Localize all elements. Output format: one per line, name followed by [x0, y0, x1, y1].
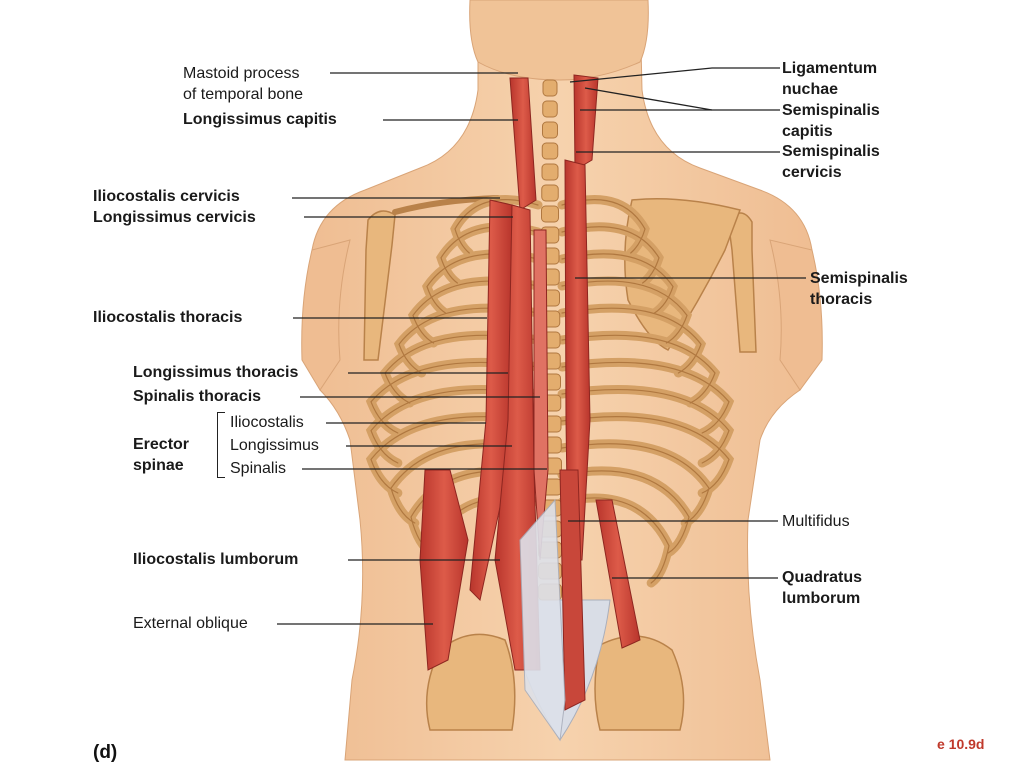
label-sst-line-2: thoracis	[810, 291, 873, 308]
label-semispinalis-thoracis: Semispinalis thoracis	[810, 268, 908, 310]
label-iliocostalis-thoracis: Iliocostalis thoracis	[93, 309, 243, 326]
label-longissimus-thoracis: Longissimus thoracis	[133, 364, 299, 381]
label-semispinalis-capitis: Semispinalis capitis	[782, 100, 880, 142]
erector-spinae-bracket	[217, 412, 225, 478]
thoracolumbar-fascia	[519, 498, 566, 742]
vertebra	[541, 142, 559, 160]
multifidus-muscle	[559, 469, 586, 711]
label-erector-spinae: Erector spinae	[133, 434, 189, 476]
rib-edge	[561, 497, 670, 584]
label-semispinalis-cervicis: Semispinalis cervicis	[782, 141, 880, 183]
left-arm	[301, 239, 351, 391]
rib-edge	[561, 253, 674, 314]
label-ssc-line-2: capitis	[782, 123, 833, 140]
label-external-oblique: External oblique	[133, 615, 248, 632]
label-ligamentum-nuchae: Ligamentum nuchae	[782, 58, 877, 100]
vertebra	[542, 79, 558, 97]
label-longissimus-capitis: Longissimus capitis	[183, 111, 337, 128]
label-es-longissimus: Longissimus	[230, 437, 319, 454]
label-spinalis-thoracis: Spinalis thoracis	[133, 388, 262, 405]
label-ssc-line-1: Semispinalis	[782, 102, 880, 119]
vertebra	[542, 121, 558, 139]
label-mastoid-line-1: Mastoid process	[183, 65, 300, 82]
rib-edge	[561, 470, 690, 554]
leader-ligamentum-nuchae	[569, 67, 780, 83]
longissimus-capitis-muscle	[509, 77, 537, 211]
rib-edge	[561, 280, 688, 344]
rib-edge	[454, 199, 539, 254]
rib-edge	[370, 416, 539, 494]
label-ligamentum-line-1: Ligamentum	[782, 60, 878, 77]
right-ilium	[594, 635, 685, 731]
panel-letter: (d)	[93, 742, 118, 763]
rib-edge	[561, 416, 730, 494]
label-es-iliocostalis: Iliocostalis	[230, 414, 304, 431]
label-iliocostalis-cervicis: Iliocostalis cervicis	[93, 188, 240, 205]
rib-edge	[561, 226, 660, 284]
rib-edge	[561, 361, 730, 434]
label-ligamentum-line-2: nuchae	[782, 81, 839, 98]
label-mastoid-process: Mastoid process of temporal bone	[183, 63, 303, 105]
label-erector-line-2: spinae	[133, 457, 184, 474]
label-ql-line-2: lumborum	[782, 590, 861, 607]
head-base	[469, 0, 649, 81]
figure-reference: e 10.9d	[937, 736, 985, 752]
rib-edge	[561, 443, 710, 524]
rib-edge	[561, 307, 702, 374]
vertebra	[541, 184, 559, 202]
label-sscv-line-2: cervicis	[782, 164, 842, 181]
semispinalis-capitis-muscle	[573, 74, 599, 171]
semispinalis-thoracis-muscle-right	[564, 159, 591, 561]
rib-edge	[561, 389, 730, 464]
rib-edge	[370, 389, 539, 464]
label-mastoid-line-2: of temporal bone	[183, 86, 304, 103]
label-multifidus: Multifidus	[782, 513, 850, 530]
label-iliocostalis-lumborum: Iliocostalis lumborum	[133, 551, 299, 568]
left-humerus	[363, 210, 396, 361]
label-erector-line-1: Erector	[133, 436, 190, 453]
label-sst-line-1: Semispinalis	[810, 270, 908, 287]
quadratus-lumborum-muscle	[595, 499, 641, 649]
vertebra	[541, 205, 559, 223]
rib-edge	[561, 334, 716, 404]
label-ql-line-1: Quadratus	[782, 569, 863, 586]
label-sscv-line-1: Semispinalis	[782, 143, 880, 160]
leader-lines	[277, 67, 806, 625]
label-es-spinalis: Spinalis	[230, 460, 287, 477]
rib-edge	[561, 199, 646, 254]
label-quadratus-lumborum: Quadratus lumborum	[782, 567, 862, 609]
label-longissimus-cervicis: Longissimus cervicis	[93, 209, 256, 226]
vertebra	[542, 100, 558, 118]
vertebra	[541, 163, 559, 181]
